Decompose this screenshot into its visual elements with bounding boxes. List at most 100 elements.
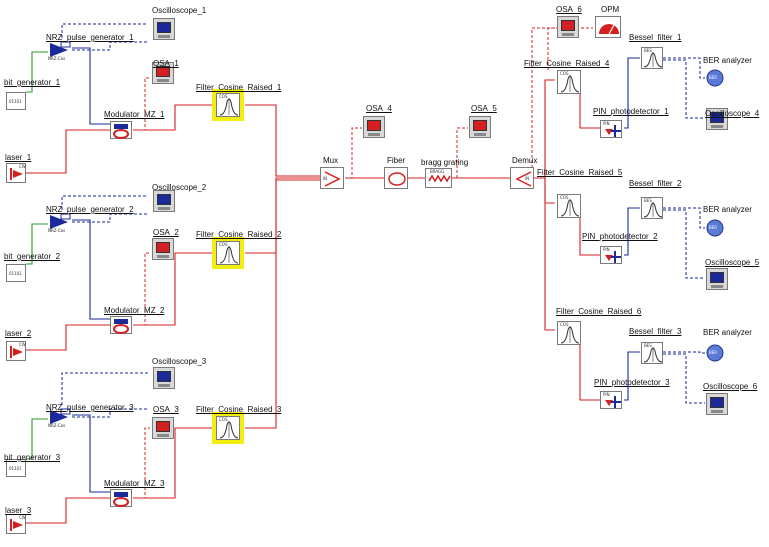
wire-laser-to-mod-3[interactable] [26, 497, 110, 524]
ber-analyzer-2[interactable]: BER [705, 218, 725, 238]
wire-bessel-to-osc-2[interactable] [663, 209, 705, 279]
oscilloscope-4[interactable] [706, 108, 728, 130]
wire-filter-to-mux-2[interactable] [245, 177, 320, 254]
wire-bits-to-nrz-1[interactable] [26, 51, 48, 93]
osa-5[interactable] [469, 116, 491, 138]
wire-nrz-to-mod-2[interactable] [72, 219, 110, 320]
wire-filter-to-mux-3[interactable] [245, 179, 320, 429]
ber-analyzer-1-label: BER analyzer [703, 56, 752, 65]
wire-bits-to-nrz-2[interactable] [26, 223, 48, 265]
mux[interactable]: IN [320, 167, 344, 189]
wire-nrz-to-mod-dash-3[interactable] [72, 408, 148, 418]
wire-nrz-to-osc-3[interactable] [61, 372, 148, 405]
ber-analyzer-1[interactable]: BER [705, 68, 725, 88]
wire-bessel-to-ber-2[interactable] [663, 207, 705, 229]
filter-cosine-raised-1[interactable]: COS [212, 89, 244, 121]
wire-bessel-to-osc-3[interactable] [663, 353, 705, 404]
stand-icon [711, 410, 723, 413]
wire-laser-to-mod-1[interactable] [26, 129, 110, 174]
wire-demux-to-filter-6[interactable] [532, 177, 555, 331]
icon-caption: BER [709, 225, 718, 230]
bit-generator-3[interactable]: 01101 [6, 459, 26, 477]
pin-photodetector-1[interactable]: PIN [600, 120, 622, 138]
bragg-grating[interactable]: BRAGG [425, 168, 452, 188]
filter-cosine-raised-3[interactable]: COS [212, 412, 244, 444]
wire-nrz-to-osc-2[interactable] [61, 195, 148, 210]
filter-body: COS [216, 241, 240, 265]
osa-6[interactable] [557, 16, 579, 38]
wire-nrz-to-mod-3[interactable] [72, 414, 110, 493]
wire-mod-to-filter-2[interactable] [133, 252, 212, 326]
filter-cosine-raised-2[interactable]: COS [212, 237, 244, 269]
osa-3[interactable] [152, 417, 174, 439]
bessel-filter-3-label: Bessel_filter_3 [629, 327, 682, 336]
oscilloscope-1[interactable] [153, 18, 175, 40]
oscilloscope-3[interactable] [153, 367, 175, 389]
oscilloscope-6[interactable] [706, 393, 728, 415]
filter-cosine-raised-6[interactable]: COS [553, 317, 585, 349]
pin-photodetector-2[interactable]: PIN [600, 246, 622, 264]
fiber-label: Fiber [387, 156, 406, 165]
wire-filter-to-mux-1[interactable] [245, 104, 320, 177]
nrz-pulse-generator-3[interactable]: NRZ-Cos [48, 407, 72, 428]
oscilloscope-6-label: Oscilloscope_6 [703, 382, 758, 391]
osa-1[interactable] [152, 62, 174, 84]
modulator-mz-3[interactable] [110, 489, 132, 507]
wire-laser-to-mod-2[interactable] [26, 324, 110, 351]
bessel-filter-1[interactable]: BES [641, 47, 663, 69]
pin-photodetector-3-label: PIN_photodetector_3 [594, 378, 670, 387]
fiber[interactable] [384, 167, 408, 189]
wire-mod-to-osa-1[interactable] [133, 77, 150, 131]
wire-pin-to-bessel-1[interactable] [624, 57, 640, 129]
wire-pin-to-bessel-3[interactable] [624, 351, 640, 401]
icon-caption: CW [19, 342, 26, 347]
wire-bragg-to-osa5[interactable] [452, 127, 468, 179]
icon-caption: NRZ-Cos [48, 228, 66, 233]
power-meter-icon [599, 24, 619, 35]
demux[interactable]: IN [510, 167, 534, 189]
lowpass-curve-icon [643, 202, 663, 218]
ber-analyzer-icon [706, 344, 724, 362]
opm[interactable] [595, 16, 621, 38]
filter-cosine-raised-1-label: Filter_Cosine_Raised_1 [196, 83, 282, 92]
modulator-mz-1[interactable] [110, 121, 132, 139]
wire-mux-to-osa4[interactable] [345, 127, 362, 179]
oscilloscope-2-label: Oscilloscope_2 [152, 183, 207, 192]
wire-bessel-to-ber-1[interactable] [663, 57, 705, 79]
filter-cosine-raised-5[interactable]: COS [553, 190, 585, 222]
laser-3[interactable]: CW [6, 514, 26, 534]
nrz-pulse-generator-2[interactable]: NRZ-Cos [48, 212, 72, 233]
wire-mod-to-filter-1[interactable] [133, 104, 212, 131]
wire-bessel-to-ber-3[interactable] [663, 351, 705, 354]
bit-generator-1[interactable]: 01101 [6, 92, 26, 110]
wire-nrz-to-mod-1[interactable] [72, 47, 110, 125]
bit-generator-2[interactable]: 01101 [6, 264, 26, 282]
wire-nrz-to-osc-1[interactable] [61, 23, 148, 38]
filter-cosine-raised-4[interactable]: COS [553, 66, 585, 98]
wire-demux-to-osa6[interactable] [531, 27, 555, 178]
osa-2[interactable] [152, 238, 174, 260]
wire-pin-to-bessel-2[interactable] [624, 207, 640, 256]
bessel-filter-1-label: Bessel_filter_1 [629, 33, 682, 42]
wire-mod-to-filter-3[interactable] [133, 427, 212, 499]
bessel-filter-2[interactable]: BES [641, 197, 663, 219]
laser-2-label: laser_2 [5, 329, 32, 338]
oscilloscope-5[interactable] [706, 268, 728, 290]
wire-nrz-to-mod-dash-1[interactable] [72, 41, 148, 51]
laser-1[interactable]: CW [6, 163, 26, 183]
bessel-filter-3[interactable]: BES [641, 342, 663, 364]
modulator-mz-2[interactable] [110, 316, 132, 334]
ber-analyzer-3[interactable]: BER [705, 343, 725, 363]
laser-2[interactable]: CW [6, 341, 26, 361]
wire-demux-to-filter-5[interactable] [532, 177, 555, 204]
pin-photodetector-3[interactable]: PIN [600, 391, 622, 409]
nrz-pulse-generator-1[interactable]: NRZ-Cos [48, 40, 72, 61]
opm-label: OPM [601, 5, 620, 14]
oscilloscope-2[interactable] [153, 190, 175, 212]
wire-nrz-to-mod-dash-2[interactable] [72, 213, 148, 223]
icon-caption: COS [219, 417, 228, 422]
osa-4[interactable] [363, 116, 385, 138]
wire-bits-to-nrz-3[interactable] [26, 418, 48, 460]
wire-bessel-to-osc-1[interactable] [663, 59, 705, 119]
